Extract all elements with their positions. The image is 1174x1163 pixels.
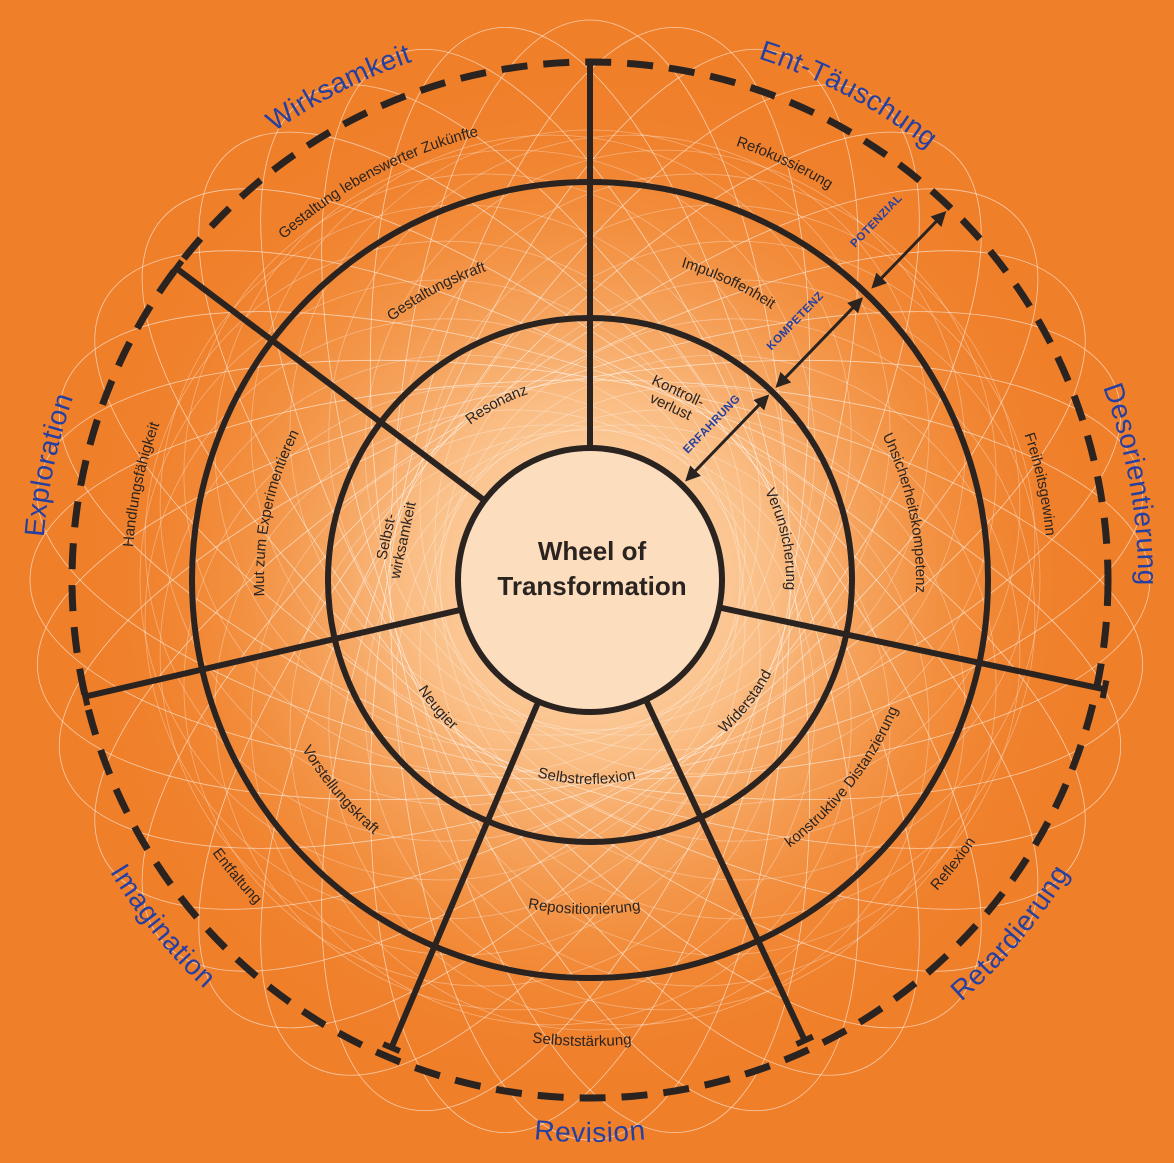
spiro-circle: [328, 134, 930, 736]
spiro-circle: [434, 240, 1036, 842]
spiro-ellipse: [389, 19, 791, 1141]
spiro-ellipse: [94, 250, 1086, 910]
potenzial-label-3: Selbststärkung: [532, 1029, 633, 1050]
spiro-circle: [250, 424, 852, 1026]
phase-label-exploration: Exploration: [19, 389, 79, 538]
spoke-4: [84, 606, 463, 700]
spiro-circle: [328, 424, 930, 1026]
spiro-ellipse: [37, 359, 1143, 801]
spiro-ellipse: [58, 311, 1122, 849]
spiro-circle: [395, 173, 997, 775]
spoke-1: [718, 604, 1106, 693]
kompetenz-label-3: Repositionierung: [527, 895, 641, 918]
spiro-circle: [250, 134, 852, 736]
spiro-ellipse: [37, 359, 1143, 801]
arrow-potenzial: [871, 210, 947, 289]
spiro-ellipse: [37, 359, 1143, 801]
arrow-kompetenz: [775, 297, 864, 388]
spiro-ellipse: [321, 48, 859, 1112]
spiro-ellipse: [369, 27, 811, 1133]
spiro-circle: [144, 240, 746, 842]
spoke-cap-1: [1099, 679, 1110, 699]
spiro-ellipse: [141, 188, 1039, 972]
spoke-cap-4: [80, 687, 91, 706]
spiro-circle: [139, 279, 741, 881]
spiro-ellipse: [58, 311, 1122, 849]
spiro-circle: [183, 173, 785, 775]
center-title-line2: Transformation: [497, 571, 686, 601]
spoke-cap-3: [382, 1041, 401, 1054]
spiro-ellipse: [141, 188, 1039, 972]
center-title-line1: Wheel of: [538, 536, 647, 566]
spiro-ellipse: [260, 84, 920, 1076]
spoke-2: [643, 698, 808, 1042]
spiro-ellipse: [58, 311, 1122, 849]
spiro-ellipse: [321, 48, 859, 1112]
spiro-ellipse: [321, 48, 859, 1112]
spiro-circle: [183, 385, 785, 987]
spoke-5: [174, 265, 487, 503]
spoke-3: [388, 700, 542, 1049]
spiro-ellipse: [198, 131, 982, 1029]
erfahrung-label-3: Selbstreflexion: [536, 764, 637, 788]
spiro-ellipse: [198, 131, 982, 1029]
spokes: [80, 62, 1110, 1054]
spiro-circle: [439, 279, 1041, 881]
spiro-ellipse: [58, 311, 1122, 849]
spoke-cap-2: [795, 1033, 815, 1047]
spoke-cap-5: [168, 259, 185, 278]
spiro-ellipse: [369, 27, 811, 1133]
arrow-erfahrung: [685, 394, 770, 482]
spiro-ellipse: [260, 84, 920, 1076]
spiro-circle: [395, 385, 997, 987]
spiro-ellipse: [37, 359, 1143, 801]
spiro-ellipse: [94, 250, 1086, 910]
center-disc: [455, 445, 725, 715]
phase-label-revision: Revision: [533, 1115, 646, 1149]
spiro-ellipse: [369, 27, 811, 1133]
spiro-ellipse: [321, 48, 859, 1112]
spiro-ellipse: [369, 27, 811, 1133]
spiro-ellipse: [389, 19, 791, 1141]
